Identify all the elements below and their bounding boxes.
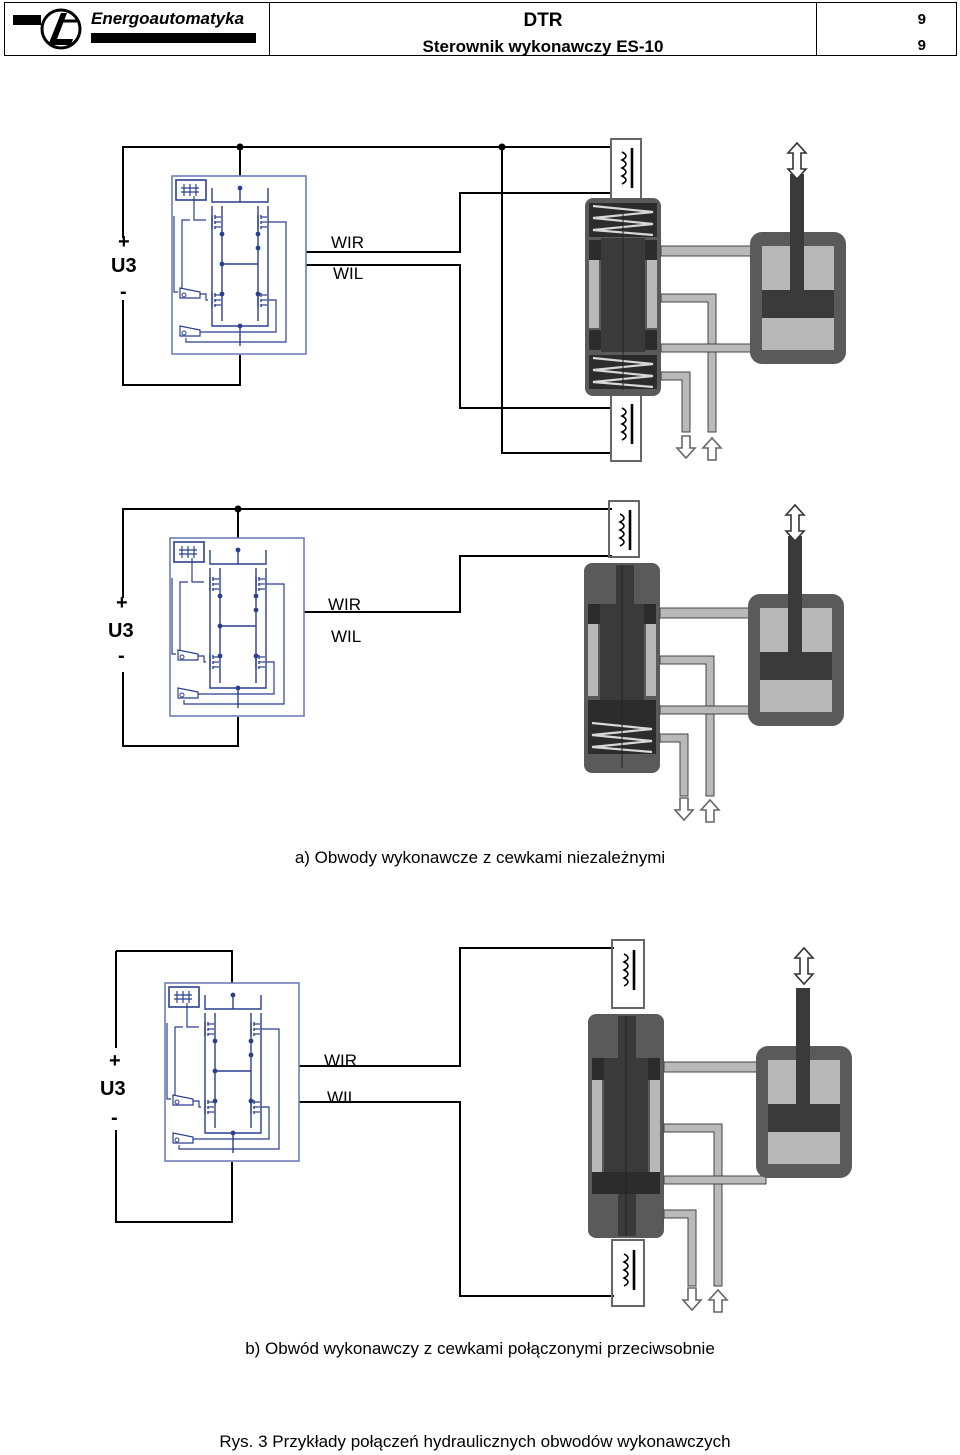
- caption-a: a) Obwody wykonawcze z cewkami niezależn…: [294, 848, 666, 867]
- output-wir-label: WIR: [331, 233, 364, 252]
- output-wil-label: WIL: [333, 264, 363, 283]
- output-wir-label: WIR: [328, 595, 361, 614]
- caption-b: b) Obwód wykonawczy z cewkami połączonym…: [245, 1339, 715, 1358]
- header-page-cell: 9 9: [817, 3, 956, 55]
- diagram-a: + U3 - WIR WIL: [111, 138, 846, 462]
- document-header: Energoautomatyka DTR Sterownik wykonawcz…: [4, 2, 957, 56]
- figure-caption: Rys. 3 Przykłady połączeń hydraulicznych…: [219, 1432, 731, 1451]
- diagram-b: + U3 - WIR WIL: [108, 500, 844, 823]
- supply-minus: -: [120, 281, 127, 303]
- company-logo-icon: [13, 8, 82, 50]
- doc-title: Sterownik wykonawczy ES-10: [422, 37, 664, 56]
- supply-minus: -: [118, 645, 125, 667]
- doc-type: DTR: [523, 10, 563, 31]
- brand-name: Energoautomatyka: [91, 9, 245, 28]
- output-wir-label: WIR: [324, 1051, 357, 1070]
- supply-plus: +: [118, 231, 130, 253]
- supply-name: U3: [108, 620, 134, 642]
- supply-name: U3: [100, 1078, 126, 1100]
- page-number-bottom: 9: [917, 37, 926, 54]
- header-title-cell: DTR Sterownik wykonawczy ES-10: [270, 3, 817, 56]
- logo-bar-icon: [91, 33, 256, 43]
- diagram-c: + U3 - WIR WIL: [100, 939, 852, 1313]
- supply-plus: +: [116, 592, 128, 614]
- header-logo-cell: Energoautomatyka: [5, 3, 270, 55]
- supply-minus: -: [111, 1107, 118, 1129]
- output-wil-label: WIL: [327, 1088, 357, 1107]
- supply-plus: +: [109, 1050, 121, 1072]
- page-number-top: 9: [917, 11, 926, 28]
- supply-name: U3: [111, 255, 137, 277]
- output-wil-label: WIL: [331, 627, 361, 646]
